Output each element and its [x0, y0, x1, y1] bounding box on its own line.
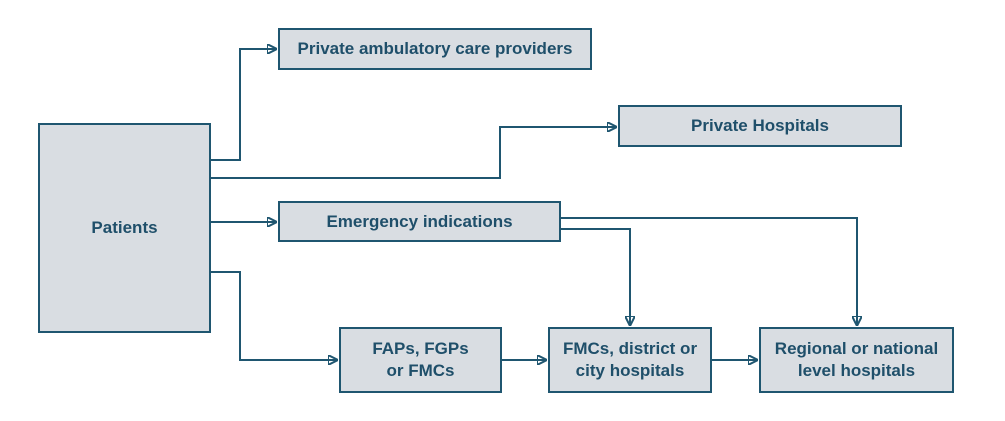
- regional-box: Regional or national level hospitals: [759, 327, 954, 393]
- regional-label: Regional or national level hospitals: [774, 339, 939, 380]
- arrow-patients-to-private-hospitals: [211, 127, 616, 179]
- faps-label: FAPs, FGPs or FMCs: [372, 339, 469, 380]
- emergency-box: Emergency indications: [278, 201, 561, 242]
- private-ambulatory-box: Private ambulatory care providers: [278, 28, 592, 70]
- private-ambulatory-label: Private ambulatory care providers: [297, 39, 573, 58]
- emergency-label: Emergency indications: [326, 211, 513, 231]
- fmcs-label: FMCs, district or city hospitals: [562, 339, 698, 380]
- arrow-emergency-to-fmcs: [561, 228, 630, 325]
- fmcs-box: FMCs, district or city hospitals: [548, 327, 712, 393]
- patients-label: Patients: [91, 218, 158, 237]
- patients-box: Patients: [38, 123, 211, 333]
- private-hospitals-label: Private Hospitals: [691, 116, 829, 135]
- faps-box: FAPs, FGPs or FMCs: [339, 327, 502, 393]
- arrow-patients-to-private-ambulatory: [211, 49, 276, 161]
- private-hospitals-box: Private Hospitals: [618, 105, 902, 147]
- arrow-patients-to-faps: [211, 271, 337, 360]
- arrow-emergency-to-regional: [561, 217, 857, 325]
